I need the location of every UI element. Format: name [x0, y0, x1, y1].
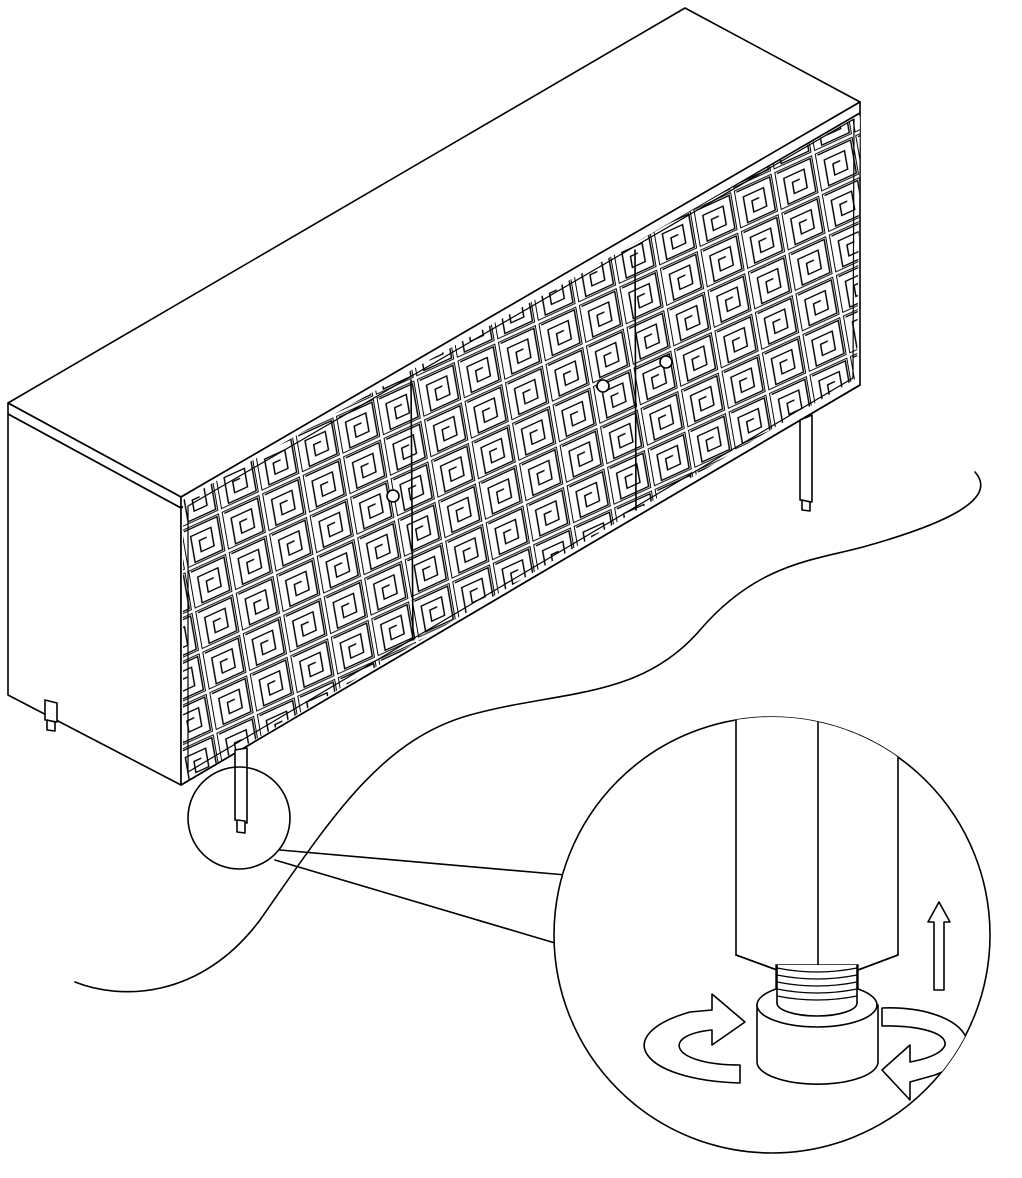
leveling-foot [756, 964, 879, 1085]
magnified-leg [735, 717, 899, 986]
door-seam-2 [634, 249, 637, 511]
callout-leader-top [279, 849, 567, 876]
leg-front-left [234, 747, 248, 834]
detail-callout-circle [187, 766, 291, 870]
leg-front-right [799, 414, 813, 512]
callout-leader-bottom [274, 859, 556, 944]
rotate-counterclockwise-arrow-icon [881, 1007, 969, 1101]
leg-rear-left [44, 699, 58, 732]
door-knob-middle [596, 379, 610, 393]
door-knob-left [386, 489, 400, 503]
rotate-clockwise-arrow-icon [643, 993, 746, 1084]
up-arrow-icon [927, 901, 951, 991]
floor-break-line [74, 471, 982, 993]
door-seam-1 [410, 379, 414, 641]
door-knob-right [659, 355, 673, 369]
